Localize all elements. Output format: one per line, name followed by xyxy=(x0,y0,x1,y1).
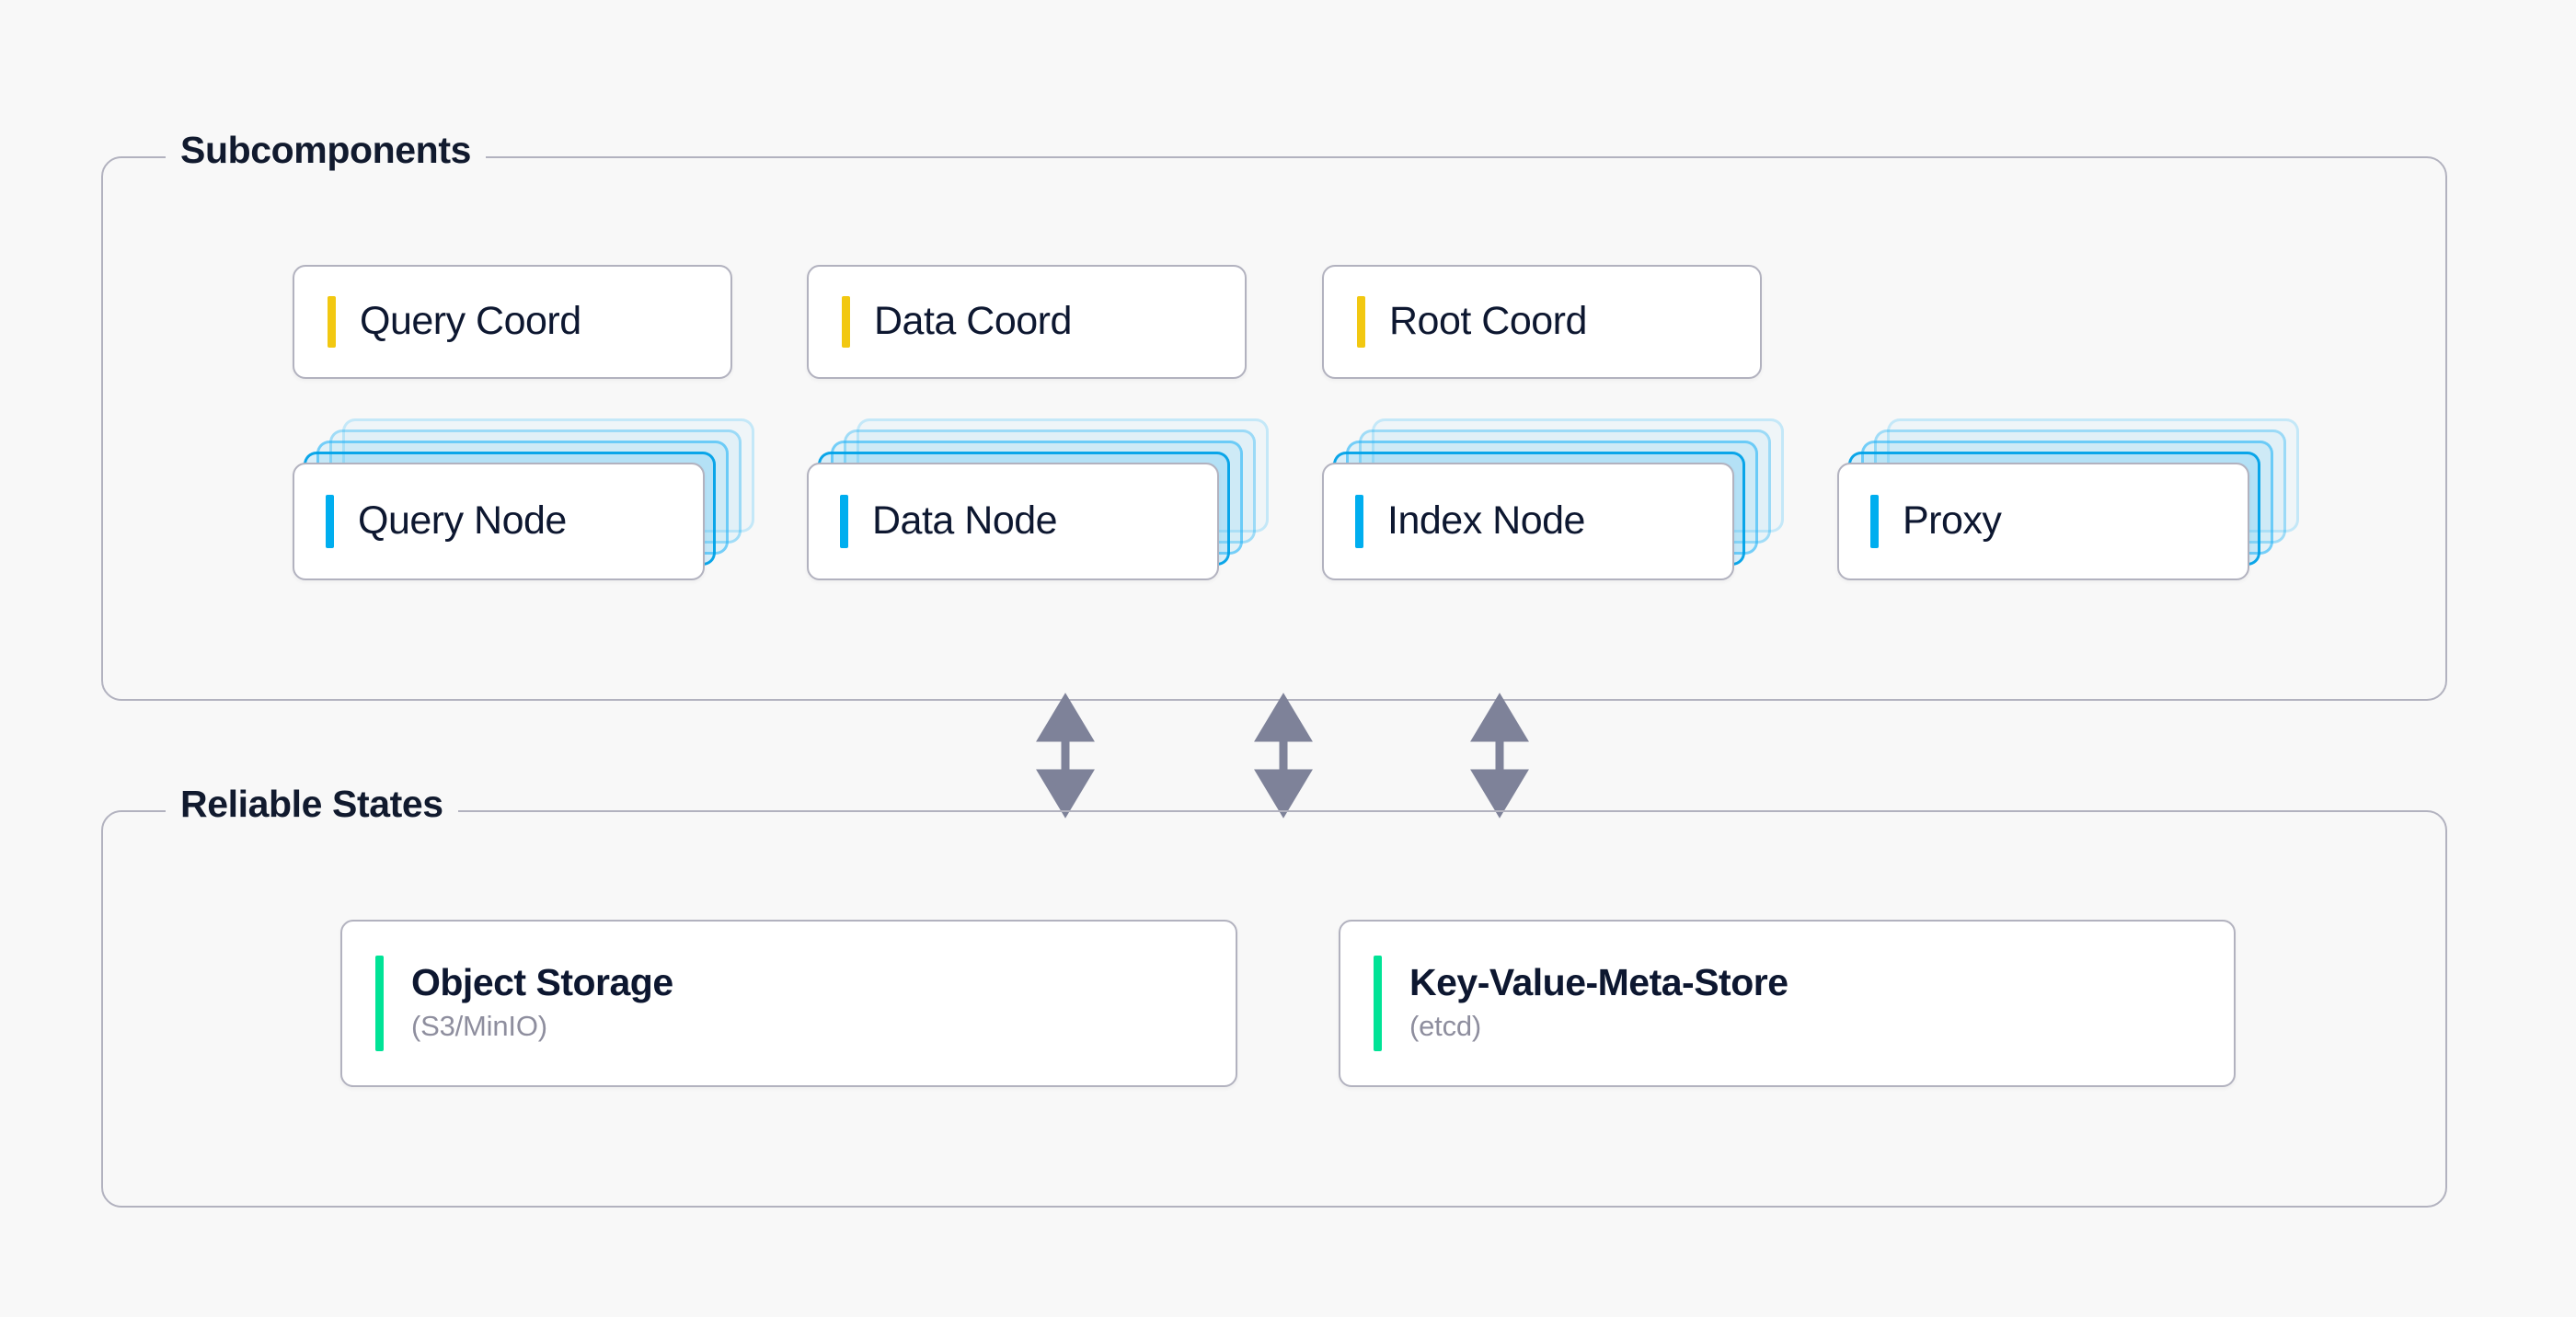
card-text: Proxy xyxy=(1903,498,2002,544)
group-reliable-states-legend: Reliable States xyxy=(166,785,458,823)
card-title: Root Coord xyxy=(1389,299,1587,344)
accent-bar-icon xyxy=(1374,956,1382,1051)
card-root-coord[interactable]: Root Coord xyxy=(1322,265,1762,379)
card-title: Data Coord xyxy=(874,299,1072,344)
card-query-coord[interactable]: Query Coord xyxy=(293,265,732,379)
card-data-coord[interactable]: Data Coord xyxy=(807,265,1247,379)
card-stack-proxy[interactable]: Proxy xyxy=(1837,418,2299,582)
card-stack-query-node[interactable]: Query Node xyxy=(293,418,754,582)
card-text: Query Coord xyxy=(360,301,581,342)
card-title: Data Node xyxy=(872,498,1058,544)
card-object-storage[interactable]: Object Storage (S3/MinIO) xyxy=(340,920,1237,1087)
card-title: Index Node xyxy=(1387,498,1585,544)
card-title: Query Coord xyxy=(360,299,581,344)
card-text: Object Storage (S3/MinIO) xyxy=(411,963,673,1043)
card-stack-index-node[interactable]: Index Node xyxy=(1322,418,1784,582)
card-index-node[interactable]: Index Node xyxy=(1322,463,1734,580)
card-proxy[interactable]: Proxy xyxy=(1837,463,2249,580)
card-title: Object Storage xyxy=(411,961,673,1004)
card-query-node[interactable]: Query Node xyxy=(293,463,705,580)
arrow-head-up-3 xyxy=(1470,693,1529,742)
accent-bar-icon xyxy=(375,956,384,1051)
arrow-head-down-2 xyxy=(1254,769,1313,819)
group-reliable-states: Reliable States xyxy=(101,785,2447,1208)
arrow-head-down-3 xyxy=(1470,769,1529,819)
group-subcomponents-legend: Subcomponents xyxy=(166,132,486,169)
accent-bar-icon xyxy=(840,495,848,548)
arrow-head-up-2 xyxy=(1254,693,1313,742)
card-data-node[interactable]: Data Node xyxy=(807,463,1219,580)
card-subtitle: (etcd) xyxy=(1409,1010,1482,1043)
card-text: Query Node xyxy=(358,500,567,542)
accent-bar-icon xyxy=(842,296,850,348)
accent-bar-icon xyxy=(1355,495,1363,548)
card-subtitle: (S3/MinIO) xyxy=(411,1010,547,1043)
card-text: Root Coord xyxy=(1389,301,1587,342)
card-title: Proxy xyxy=(1903,498,2002,544)
card-title: Key-Value-Meta-Store xyxy=(1409,961,1788,1004)
arrow-head-down-1 xyxy=(1036,769,1095,819)
accent-bar-icon xyxy=(1357,296,1365,348)
card-key-value-meta-store[interactable]: Key-Value-Meta-Store (etcd) xyxy=(1339,920,2236,1087)
accent-bar-icon xyxy=(1870,495,1879,548)
accent-bar-icon xyxy=(326,495,334,548)
card-text: Key-Value-Meta-Store (etcd) xyxy=(1409,963,1788,1043)
card-stack-data-node[interactable]: Data Node xyxy=(807,418,1269,582)
card-text: Index Node xyxy=(1387,500,1585,542)
card-text: Data Node xyxy=(872,498,1058,544)
accent-bar-icon xyxy=(328,296,336,348)
card-title: Query Node xyxy=(358,498,567,544)
arrow-head-up-1 xyxy=(1036,693,1095,742)
card-text: Data Coord xyxy=(874,301,1072,342)
